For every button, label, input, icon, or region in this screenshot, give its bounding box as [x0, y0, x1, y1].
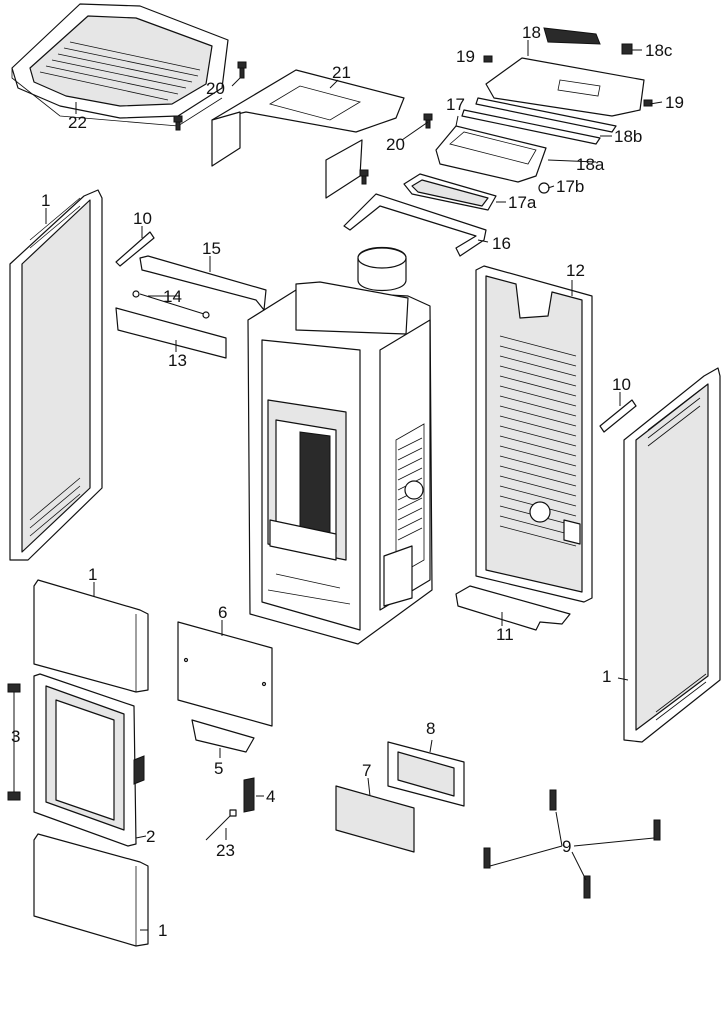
callout-1-top: 1	[41, 191, 50, 210]
callout-17a: 17a	[508, 193, 537, 212]
callout-1-right: 1	[602, 667, 611, 686]
part-22-top-cover	[11, 3, 229, 127]
callout-18c: 18c	[645, 41, 673, 60]
part-4-switch	[243, 777, 255, 813]
part-12-back-panel	[475, 265, 593, 603]
part-13-plate	[115, 307, 227, 359]
callout-13: 13	[168, 351, 187, 370]
callout-11: 11	[496, 625, 514, 644]
part-3-hinges	[7, 683, 21, 801]
callout-17b: 17b	[556, 177, 584, 196]
callout-3: 3	[11, 727, 20, 746]
callout-9: 9	[562, 837, 571, 856]
callout-7: 7	[362, 761, 371, 780]
part-1-front-cover-bottom	[33, 833, 149, 947]
callout-19-right: 19	[665, 93, 684, 112]
callout-18b: 18b	[614, 127, 642, 146]
part-18-display-panel	[461, 27, 653, 145]
callout-18a: 18a	[576, 155, 605, 174]
part-5-ash-pan	[191, 719, 255, 753]
part-10-small-bracket-right	[599, 399, 637, 433]
part-10-small-bracket-left	[115, 231, 155, 267]
part-8-gasket-frame	[387, 741, 465, 807]
callout-10-left: 10	[133, 209, 152, 228]
callout-15: 15	[202, 239, 221, 258]
callout-14: 14	[163, 287, 182, 306]
part-21-top-bracket	[211, 69, 405, 199]
part-14-rod	[132, 290, 210, 319]
part-6-glass-panel	[177, 621, 273, 727]
callout-23: 23	[216, 841, 235, 860]
callout-1-mid-left: 1	[88, 565, 97, 584]
part-15-rail	[139, 255, 267, 311]
part-23-tool	[205, 809, 237, 841]
part-2-door	[33, 673, 145, 847]
callout-20-right: 20	[386, 135, 405, 154]
callout-10-right: 10	[612, 375, 631, 394]
callout-6: 6	[218, 603, 227, 622]
part-11-base-plate	[455, 585, 571, 631]
part-1-right-side-panel	[623, 367, 721, 743]
callout-5: 5	[214, 759, 223, 778]
part-17-burner-box	[403, 125, 550, 211]
callout-4: 4	[266, 787, 275, 806]
part-1-left-side-panel	[9, 189, 103, 561]
callout-17: 17	[446, 95, 465, 114]
part-1-front-cover-top	[33, 579, 149, 693]
callout-2: 2	[146, 827, 155, 846]
callout-20-left: 20	[206, 79, 225, 98]
callout-labels: 22 20 21 20 18 18c 19 19 17 18b 18a 17b …	[11, 23, 684, 940]
callout-16: 16	[492, 234, 511, 253]
callout-leaders	[45, 40, 663, 931]
callout-12: 12	[566, 261, 585, 280]
part-9-feet	[483, 789, 661, 899]
callout-22: 22	[68, 113, 87, 132]
callout-8: 8	[426, 719, 435, 738]
stove-body	[247, 247, 433, 645]
part-16-bracket	[343, 193, 487, 257]
callout-21: 21	[332, 63, 351, 82]
callout-19-left: 19	[456, 47, 475, 66]
callout-1-bottom: 1	[158, 921, 167, 940]
part-20-screws	[173, 61, 433, 185]
part-7-plate	[335, 785, 415, 853]
callout-18: 18	[522, 23, 541, 42]
